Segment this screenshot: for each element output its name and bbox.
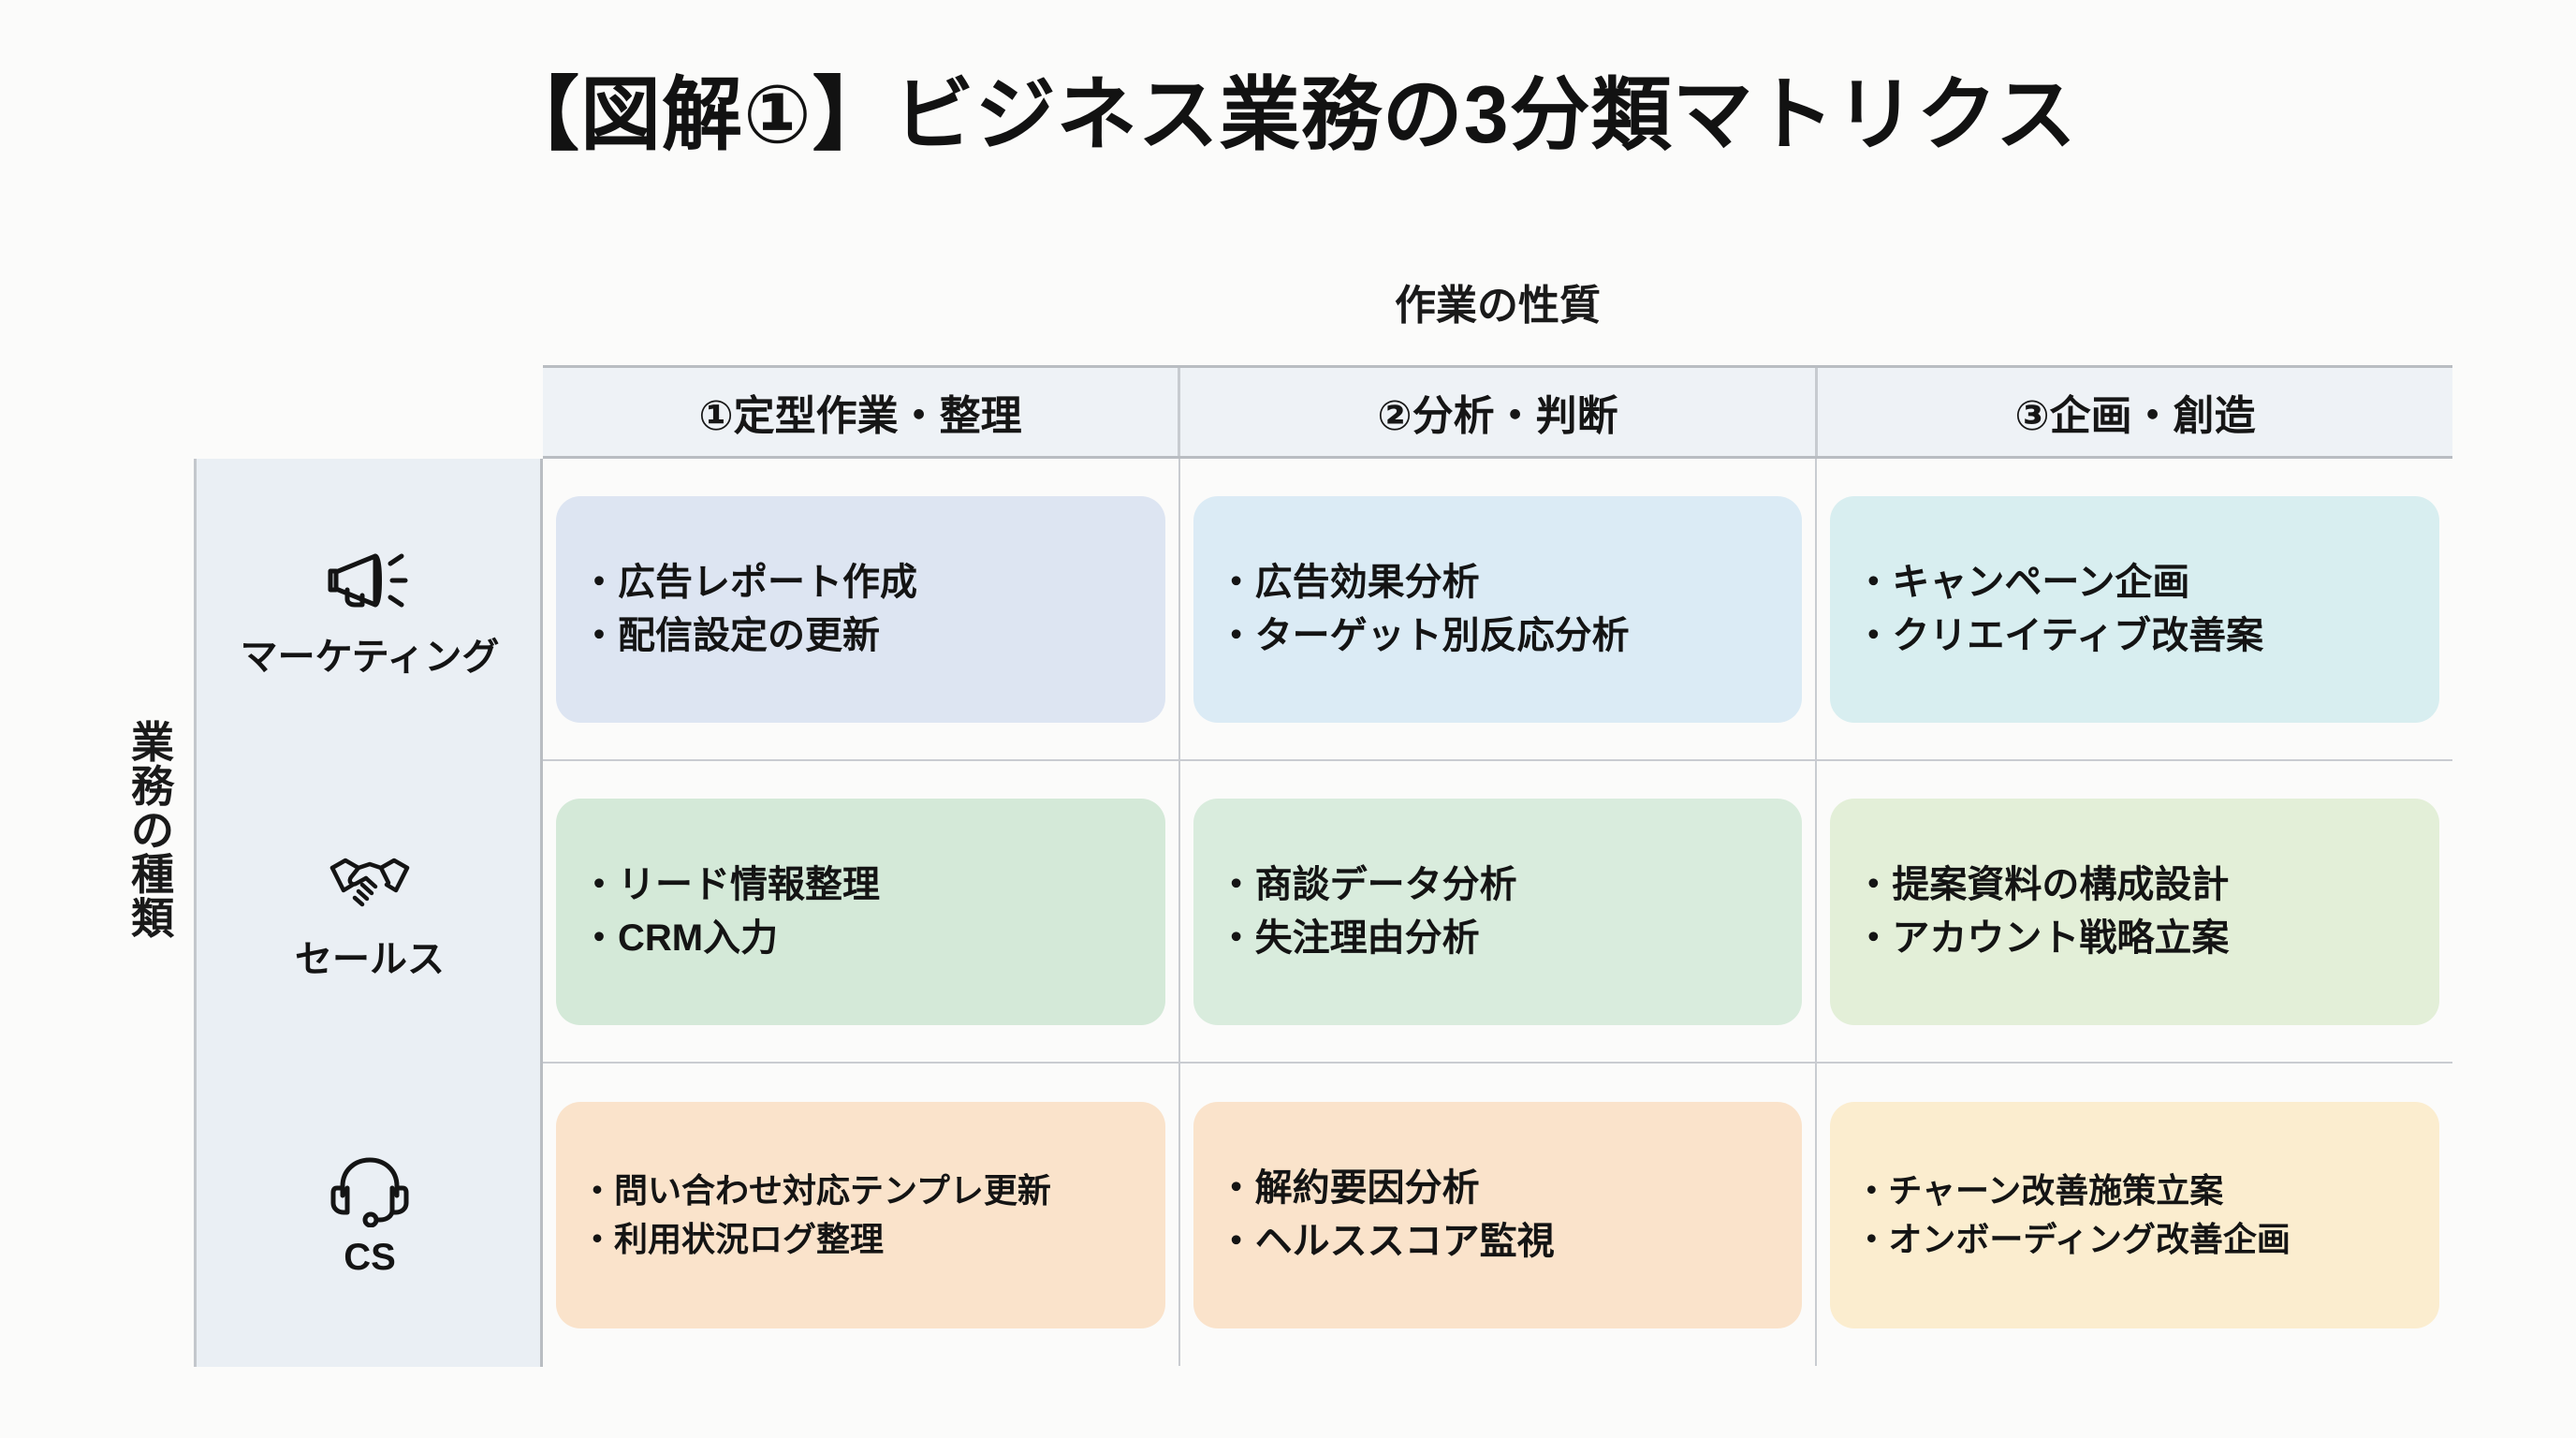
row-label-marketing: マーケティング xyxy=(197,459,543,761)
list-item: クリエイティブ改善案 xyxy=(1854,609,2421,663)
cell-list: 広告効果分析 ターゲット別反応分析 xyxy=(1218,556,1784,663)
cell-card: チャーン改善施策立案 オンボーディング改善企画 xyxy=(1830,1101,2440,1328)
cell-wrapper: リード情報整理 CRM入力 xyxy=(543,761,1180,1062)
handshake-icon xyxy=(327,843,413,923)
matrix-row-marketing: 広告レポート作成 配信設定の更新 広告効果分析 ターゲット別反応分析 xyxy=(543,459,2452,761)
column-header-1: ①定型作業・整理 xyxy=(543,368,1180,456)
cell-card: リード情報整理 CRM入力 xyxy=(556,798,1165,1025)
list-item: 配信設定の更新 xyxy=(580,609,1147,663)
row-label-cs: CS xyxy=(197,1064,543,1366)
cell-card: 商談データ分析 失注理由分析 xyxy=(1193,798,1803,1025)
matrix-row-cs: 問い合わせ対応テンプレ更新 利用状況ログ整理 解約要因分析 ヘルススコア監視 xyxy=(543,1064,2452,1366)
matrix-grid: ①定型作業・整理 ②分析・判断 ③企画・創造 xyxy=(194,365,2452,1367)
list-item: キャンペーン企画 xyxy=(1854,556,2421,609)
list-item: 利用状況ログ整理 xyxy=(580,1215,1147,1263)
list-item: アカウント戦略立案 xyxy=(1854,912,2421,965)
list-item: 広告効果分析 xyxy=(1218,556,1784,609)
row-label-column: マーケティング xyxy=(194,459,543,1367)
row-axis-char: 業 xyxy=(131,718,174,767)
cell-wrapper: 商談データ分析 失注理由分析 xyxy=(1180,761,1818,1062)
list-item: 提案資料の構成設計 xyxy=(1854,858,2421,912)
list-item: チャーン改善施策立案 xyxy=(1854,1167,2421,1214)
cell-wrapper: 広告効果分析 ターゲット別反応分析 xyxy=(1180,459,1818,759)
cell-list: 広告レポート作成 配信設定の更新 xyxy=(580,556,1147,663)
column-header-2: ②分析・判断 xyxy=(1180,368,1818,456)
list-item: 商談データ分析 xyxy=(1218,858,1784,912)
list-item: 広告レポート作成 xyxy=(580,556,1147,609)
cell-list: 商談データ分析 失注理由分析 xyxy=(1218,858,1784,965)
headset-icon xyxy=(329,1151,410,1231)
row-axis-char: 種 xyxy=(131,849,174,899)
cell-wrapper: 提案資料の構成設計 アカウント戦略立案 xyxy=(1817,761,2452,1062)
cell-card: 問い合わせ対応テンプレ更新 利用状況ログ整理 xyxy=(556,1101,1165,1328)
cell-list: リード情報整理 CRM入力 xyxy=(580,858,1147,965)
row-label-text: セールス xyxy=(295,938,445,980)
cell-wrapper: チャーン改善施策立案 オンボーディング改善企画 xyxy=(1817,1064,2452,1366)
list-item: CRM入力 xyxy=(580,912,1147,965)
row-axis-char: 類 xyxy=(131,893,174,943)
column-header-row: ①定型作業・整理 ②分析・判断 ③企画・創造 xyxy=(543,365,2452,459)
cell-wrapper: 問い合わせ対応テンプレ更新 利用状況ログ整理 xyxy=(543,1064,1180,1366)
row-axis-char: の xyxy=(131,805,174,855)
row-axis-label: 業 務 の 種 類 xyxy=(101,721,204,941)
cell-wrapper: 広告レポート作成 配信設定の更新 xyxy=(543,459,1180,759)
row-label-sales: セールス xyxy=(197,761,543,1064)
cell-list: 提案資料の構成設計 アカウント戦略立案 xyxy=(1854,858,2421,965)
column-header-3: ③企画・創造 xyxy=(2014,393,2256,439)
list-item: 解約要因分析 xyxy=(1218,1162,1784,1215)
row-label-text: マーケティング xyxy=(240,636,500,678)
cell-card: キャンペーン企画 クリエイティブ改善案 xyxy=(1830,495,2440,723)
list-item: リード情報整理 xyxy=(580,858,1147,912)
list-item: 失注理由分析 xyxy=(1218,912,1784,965)
page-title: 【図解①】ビジネス業務の3分類マトリクス xyxy=(498,70,2078,160)
matrix-cells: 広告レポート作成 配信設定の更新 広告効果分析 ターゲット別反応分析 xyxy=(543,459,2452,1367)
cell-list: キャンペーン企画 クリエイティブ改善案 xyxy=(1854,556,2421,663)
list-item: オンボーディング改善企画 xyxy=(1854,1215,2421,1263)
cell-wrapper: 解約要因分析 ヘルススコア監視 xyxy=(1180,1064,1818,1366)
cell-list: 解約要因分析 ヘルススコア監視 xyxy=(1218,1162,1784,1269)
list-item: 問い合わせ対応テンプレ更新 xyxy=(580,1167,1147,1214)
cell-list: 問い合わせ対応テンプレ更新 利用状況ログ整理 xyxy=(580,1167,1147,1262)
list-item: ヘルススコア監視 xyxy=(1218,1215,1784,1269)
column-axis-label: 作業の性質 xyxy=(1395,283,1601,329)
row-axis-char: 務 xyxy=(131,761,174,811)
cell-list: チャーン改善施策立案 オンボーディング改善企画 xyxy=(1854,1167,2421,1262)
matrix-row-sales: リード情報整理 CRM入力 商談データ分析 失注理由分析 xyxy=(543,761,2452,1064)
cell-card: 解約要因分析 ヘルススコア監視 xyxy=(1193,1101,1803,1328)
cell-card: 提案資料の構成設計 アカウント戦略立案 xyxy=(1830,798,2440,1025)
cell-card: 広告効果分析 ターゲット別反応分析 xyxy=(1193,495,1803,723)
megaphone-icon xyxy=(327,540,413,621)
cell-card: 広告レポート作成 配信設定の更新 xyxy=(556,495,1165,723)
cell-wrapper: キャンペーン企画 クリエイティブ改善案 xyxy=(1817,459,2452,759)
row-label-text: CS xyxy=(344,1237,396,1278)
list-item: ターゲット別反応分析 xyxy=(1218,609,1784,663)
matrix-body: マーケティング xyxy=(194,459,2452,1367)
